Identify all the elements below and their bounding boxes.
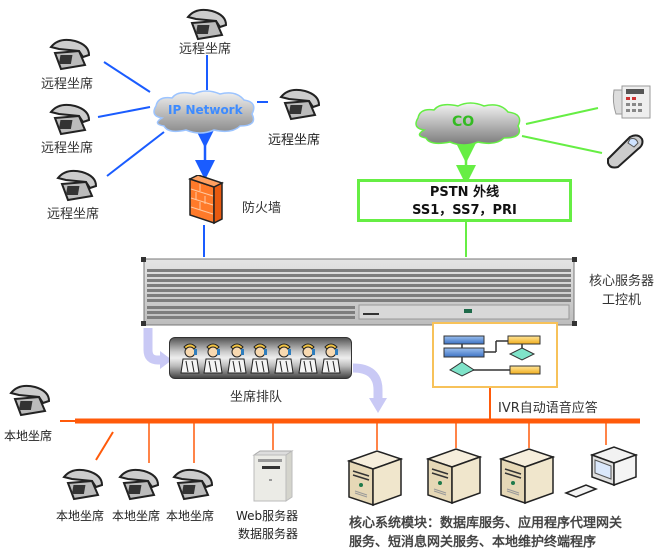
ip-network-cloud: IP Network	[148, 88, 260, 136]
co-mobile-link	[521, 135, 603, 154]
queue-arrow-in-head	[160, 351, 172, 369]
core-server-line2: 工控机	[602, 293, 642, 308]
local-agent-label: 本地坐席	[112, 509, 161, 523]
core-modules-line2: 服务、短消息网关服务、本地维护终端程序	[349, 535, 597, 550]
queued-agent-icon	[180, 341, 200, 375]
cloud-icon	[153, 90, 255, 134]
local-agent-label: 本地坐席	[166, 509, 215, 523]
server-icon	[424, 447, 484, 505]
remote-agent-label: 远程坐席	[41, 77, 94, 92]
remote-agent-label: 远程坐席	[47, 207, 100, 222]
queued-agent-icon	[321, 341, 341, 375]
firewall-label: 防火墙	[242, 201, 282, 216]
phone-icon	[168, 465, 218, 507]
web-server-line2: 数据服务器	[238, 527, 299, 541]
queued-agent-icon	[203, 341, 223, 375]
desk-phone-icon	[610, 84, 652, 120]
ip-link-left-2	[97, 106, 151, 118]
ivr-flowchart-box	[432, 322, 558, 388]
phone-icon	[275, 85, 325, 127]
phone-icon	[5, 381, 55, 423]
ivr-label: IVR自动语音应答	[498, 401, 598, 416]
co-label: CO	[452, 114, 475, 130]
queued-agent-icon	[274, 341, 294, 375]
local-agent-link-1	[95, 431, 114, 461]
agent-queue	[169, 337, 352, 379]
phone-icon	[45, 100, 95, 142]
mobile-phone-icon	[604, 133, 646, 169]
core-modules-line1: 核心系统模块：数据库服务、应用程序代理网关	[349, 516, 623, 531]
pstn-line1: PSTN 外线	[429, 185, 500, 200]
core-server-rack	[141, 257, 577, 327]
remote-agent-label: 远程坐席	[268, 133, 321, 148]
core-server-line1: 核心服务器	[589, 274, 655, 289]
ip-link-left-1	[103, 61, 151, 93]
workstation-icon	[562, 445, 642, 505]
cloud-icon	[415, 102, 521, 146]
phone-icon	[58, 465, 108, 507]
ip-link-left-3	[106, 131, 165, 177]
core-server-label: 核心服务器 工控机	[589, 272, 654, 310]
flowchart-icon	[443, 335, 541, 377]
local-agent-label: 本地坐席	[4, 429, 53, 443]
pstn-line2: SS1，SS7，PRI	[412, 203, 517, 218]
web-server-tower-icon	[252, 449, 294, 503]
queued-agent-icon	[250, 341, 271, 375]
server-icon	[345, 449, 405, 507]
queue-arrow-out	[352, 363, 383, 400]
pstn-box: PSTN 外线 SS1，SS7，PRI	[357, 179, 572, 222]
firewall-icon	[188, 174, 224, 225]
queue-arrow-in	[143, 328, 163, 365]
agent-queue-label: 坐席排队	[230, 390, 283, 405]
ip-network-label: IP Network	[168, 103, 243, 117]
phone-icon	[45, 35, 95, 77]
web-server-label: Web服务器 数据服务器	[236, 507, 298, 543]
remote-agent-label: 远程坐席	[41, 141, 94, 156]
co-cloud: CO	[410, 100, 526, 148]
core-modules-description: 核心系统模块：数据库服务、应用程序代理网关 服务、短消息网关服务、本地维护终端程…	[349, 514, 622, 552]
phone-icon	[52, 166, 102, 208]
queue-arrow-out-head	[369, 398, 387, 413]
queued-agent-icon	[227, 341, 247, 375]
local-agent-label: 本地坐席	[56, 509, 105, 523]
co-deskphone-link	[525, 107, 599, 125]
web-server-line1: Web服务器	[236, 509, 299, 523]
phone-icon	[114, 465, 164, 507]
remote-agent-label: 远程坐席	[179, 42, 232, 57]
server-icon	[497, 447, 557, 505]
queued-agent-icon	[298, 341, 318, 375]
phone-icon	[182, 5, 232, 47]
